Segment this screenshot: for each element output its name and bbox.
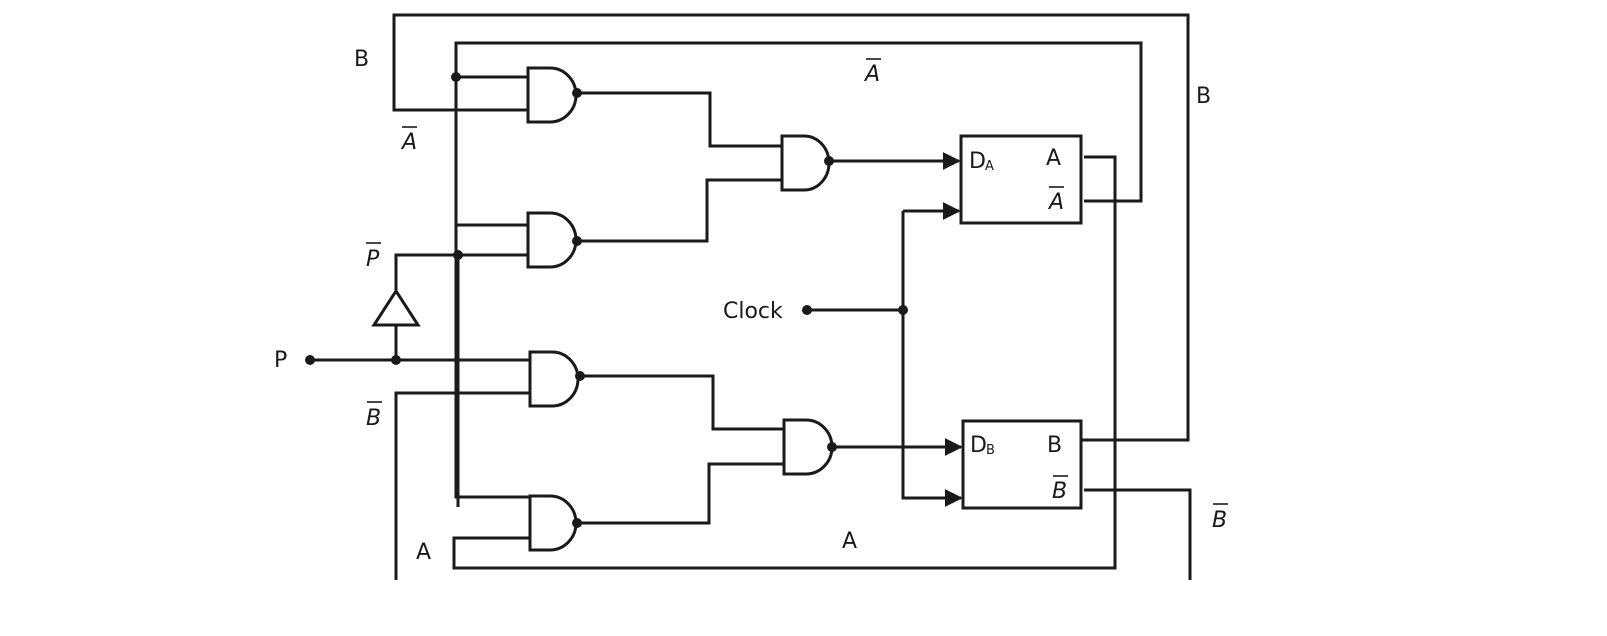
label-a-bar-top-center: A bbox=[863, 62, 880, 87]
ffa-d-label: D bbox=[969, 149, 986, 174]
label-a-bottom-center: A bbox=[842, 529, 857, 554]
ffa-qbar-label: A bbox=[1047, 190, 1064, 215]
wire-a-feedback bbox=[452, 155, 1117, 570]
and-gate-6 bbox=[782, 418, 834, 476]
junction-dot bbox=[575, 371, 585, 381]
and-gate-1 bbox=[526, 66, 578, 124]
junction-dot bbox=[451, 72, 461, 82]
wire-bbar-to-and3 bbox=[394, 391, 530, 580]
ffa-q-label: A bbox=[1046, 146, 1061, 171]
wire-bbar-feedback bbox=[1084, 488, 1192, 580]
ffb-qbar-label: B bbox=[1052, 479, 1067, 504]
junction-dot bbox=[305, 355, 315, 365]
label-p-bar: P bbox=[366, 247, 380, 272]
junction-dot bbox=[824, 156, 834, 166]
label-a-bottom-left: A bbox=[416, 540, 431, 565]
junction-dot bbox=[802, 305, 812, 315]
and-gate-3 bbox=[528, 350, 580, 408]
junction-dot bbox=[572, 236, 582, 246]
wire-b-feedback-top bbox=[392, 13, 1190, 442]
inverter-triangle bbox=[371, 288, 421, 327]
and-gate-2 bbox=[526, 211, 578, 269]
junction-dot bbox=[391, 355, 401, 365]
wire-abar-feedback bbox=[454, 41, 1143, 499]
wire-clock bbox=[807, 211, 905, 312]
label-b-bar-right: B bbox=[1212, 508, 1227, 533]
label-a-bar-top-left: A bbox=[400, 130, 417, 155]
junction-dot bbox=[898, 305, 908, 315]
junction-dot bbox=[572, 518, 582, 528]
ffb-q-label: B bbox=[1047, 433, 1062, 458]
wire-and1-to-or1 bbox=[578, 91, 782, 148]
label-p-input: P bbox=[274, 348, 287, 373]
wire-and4-to-or2 bbox=[576, 462, 784, 525]
junction-dot bbox=[453, 250, 463, 260]
wire-and3-to-or2 bbox=[580, 374, 784, 431]
wire-and2-to-or1 bbox=[578, 178, 782, 243]
ffa-d-subscript: A bbox=[985, 159, 994, 174]
wire-clock-to-ffb bbox=[901, 310, 963, 507]
flipflop-a bbox=[959, 134, 1083, 225]
and-gate-5 bbox=[780, 134, 831, 192]
and-gate-4 bbox=[528, 494, 578, 552]
label-b-bar-left: B bbox=[366, 406, 381, 431]
junction-dot bbox=[572, 88, 582, 98]
flipflop-b bbox=[961, 419, 1083, 510]
label-clock: Clock bbox=[723, 299, 783, 324]
junction-dot bbox=[827, 442, 837, 452]
ffb-d-subscript: B bbox=[986, 443, 995, 458]
label-b-top-left: B bbox=[354, 47, 369, 72]
label-b-right: B bbox=[1196, 84, 1211, 109]
ffb-d-label: D bbox=[970, 433, 987, 458]
wire-pbar-bus bbox=[394, 253, 460, 507]
